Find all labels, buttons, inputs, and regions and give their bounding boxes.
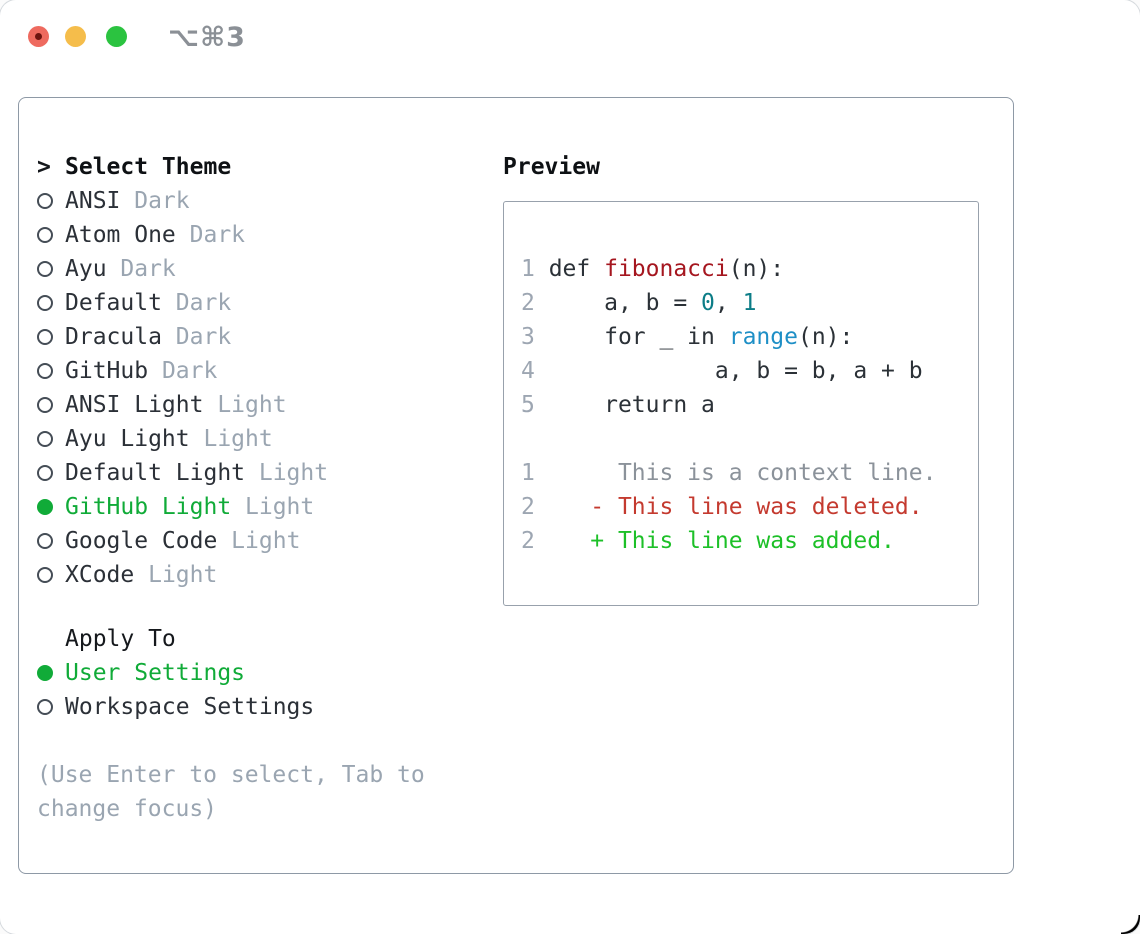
theme-variant: Light [203, 392, 287, 418]
radio-icon [37, 295, 53, 311]
theme-option-atom-one[interactable]: Atom One Dark [37, 218, 469, 252]
apply-to-title: Apply To [65, 626, 176, 652]
radio-icon [37, 261, 53, 277]
code-preview: 1 def fibonacci(n): 2 a, b = 0, 1 3 for … [521, 256, 937, 554]
theme-name: ANSI [65, 188, 121, 214]
theme-name: Atom One [65, 222, 176, 248]
theme-variant: Dark [106, 256, 176, 282]
radio-icon [37, 431, 53, 447]
theme-name: Google Code [65, 528, 218, 554]
theme-option-github-light[interactable]: GitHub Light Light [37, 490, 469, 524]
zoom-button[interactable] [106, 26, 127, 47]
titlebar [28, 26, 127, 47]
radio-icon [37, 227, 53, 243]
theme-name: Default [65, 290, 162, 316]
select-theme-header: > Select Theme [37, 150, 469, 184]
radio-icon [37, 193, 53, 209]
theme-name: Ayu [65, 256, 107, 282]
theme-name: Ayu Light [65, 426, 190, 452]
prompt-caret-icon: > [37, 154, 51, 180]
window-shortcut-label: ⌥⌘3 [168, 22, 246, 53]
theme-variant: Light [231, 494, 315, 520]
theme-name: GitHub [65, 358, 149, 384]
apply-option-user-settings[interactable]: User Settings [37, 656, 469, 690]
theme-variant: Light [134, 562, 218, 588]
theme-name: GitHub Light [65, 494, 232, 520]
theme-variant: Dark [120, 188, 190, 214]
radio-icon [37, 329, 53, 345]
radio-icon [37, 533, 53, 549]
theme-option-dracula[interactable]: Dracula Dark [37, 320, 469, 354]
theme-variant: Dark [161, 290, 232, 316]
theme-variant: Dark [161, 324, 232, 350]
theme-option-ansi-light[interactable]: ANSI Light Light [37, 388, 469, 422]
radio-icon [37, 363, 53, 379]
preview-section: Preview 1 def fibonacci(n): 2 a, b = 0, … [503, 150, 979, 606]
theme-option-xcode[interactable]: XCode Light [37, 558, 469, 592]
theme-variant: Light [189, 426, 273, 452]
preview-title: Preview [503, 154, 600, 180]
radio-icon [37, 397, 53, 413]
theme-name: ANSI Light [65, 392, 204, 418]
theme-option-ayu-light[interactable]: Ayu Light Light [37, 422, 469, 456]
apply-option-label: Workspace Settings [65, 694, 315, 720]
help-text: (Use Enter to select, Tab to change focu… [37, 762, 425, 822]
radio-icon [37, 465, 53, 481]
theme-variant: Dark [175, 222, 246, 248]
radio-selected-icon [37, 665, 53, 681]
radio-icon [37, 699, 53, 715]
theme-option-ayu[interactable]: Ayu Dark [37, 252, 469, 286]
theme-option-ansi[interactable]: ANSI Dark [37, 184, 469, 218]
radio-icon [37, 567, 53, 583]
theme-option-google-code[interactable]: Google Code Light [37, 524, 469, 558]
theme-variant: Light [217, 528, 301, 554]
theme-variant: Dark [148, 358, 218, 384]
apply-option-workspace-settings[interactable]: Workspace Settings [37, 690, 469, 724]
theme-option-default-light[interactable]: Default Light Light [37, 456, 469, 490]
theme-name: Default Light [65, 460, 246, 486]
theme-name: Dracula [65, 324, 162, 350]
radio-selected-icon [37, 499, 53, 515]
theme-variant: Light [245, 460, 329, 486]
apply-to-header: Apply To [37, 622, 469, 656]
preview-box: 1 def fibonacci(n): 2 a, b = 0, 1 3 for … [503, 201, 979, 606]
apply-option-label: User Settings [65, 660, 246, 686]
screen-corner [1121, 915, 1140, 934]
theme-option-github[interactable]: GitHub Dark [37, 354, 469, 388]
theme-option-default[interactable]: Default Dark [37, 286, 469, 320]
minimize-button[interactable] [65, 26, 86, 47]
theme-name: XCode [65, 562, 135, 588]
close-button[interactable] [28, 26, 49, 47]
select-theme-title: Select Theme [65, 154, 232, 180]
